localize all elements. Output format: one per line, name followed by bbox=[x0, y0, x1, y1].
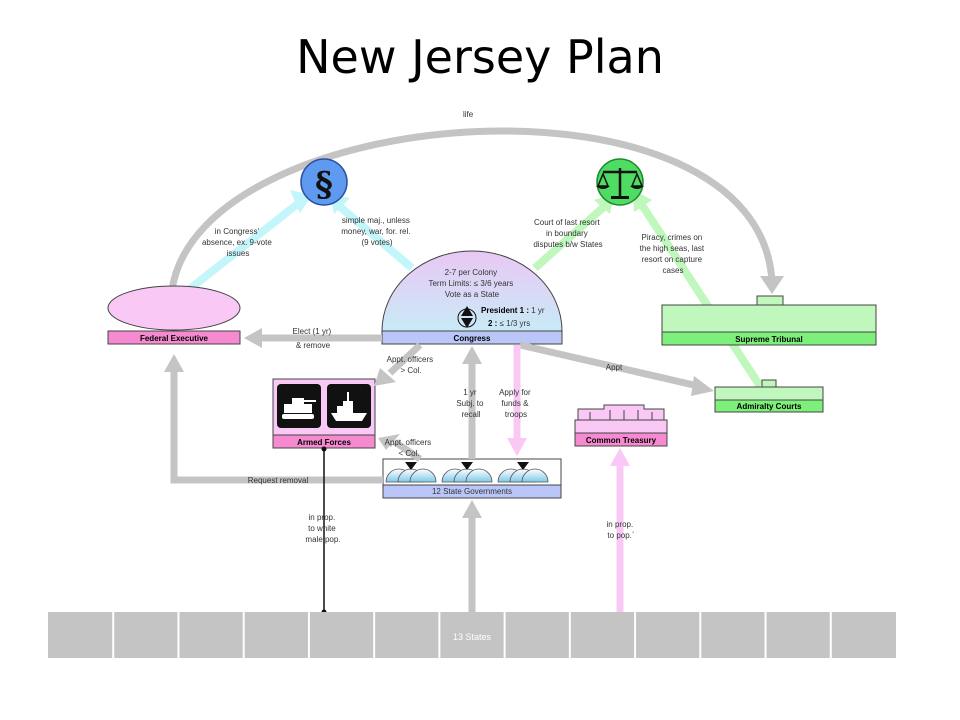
apply-funds-label: Apply for funds & troops bbox=[499, 388, 533, 419]
svg-text:13 States: 13 States bbox=[453, 632, 492, 642]
arrow-congress-to-state-govs-funds-head bbox=[507, 438, 527, 456]
admiralty-courts-node: Admiralty Courts bbox=[714, 379, 824, 413]
arrow-congress-to-scales bbox=[532, 202, 609, 271]
arrow-states-to-armed-forces-head bbox=[378, 434, 400, 450]
svg-text:2 : ≤ 1/3 yrs: 2 : ≤ 1/3 yrs bbox=[488, 319, 530, 328]
svg-text:§: § bbox=[315, 165, 333, 205]
simple-majority-label: simple maj., unless money, war, for. rel… bbox=[341, 216, 412, 247]
one-year-label: 1 yr Subj. to recall bbox=[456, 388, 485, 419]
congress-president-icon bbox=[461, 306, 473, 328]
svg-text:12 State Governments: 12 State Governments bbox=[432, 487, 512, 496]
arrow-request-removal-head bbox=[164, 354, 184, 372]
piracy-label: Piracy, crimes on the high seas, last re… bbox=[640, 233, 707, 275]
appt-officers-lt-label: Appt. officers < Col. bbox=[385, 438, 434, 458]
supreme-tribunal-node: Supreme Tribunal bbox=[661, 295, 877, 346]
arrow-states-to-congress-head bbox=[462, 346, 482, 364]
request-removal-label: Request removal bbox=[248, 476, 309, 485]
armed-forces-node: Armed Forces bbox=[272, 378, 376, 449]
arrow-request-removal bbox=[170, 370, 383, 484]
warship-icon bbox=[331, 392, 367, 421]
state-governments-node: 12 State Governments bbox=[382, 458, 562, 499]
elect-label: Elect (1 yr) & remove bbox=[293, 327, 334, 350]
state-gov-dial-group-1 bbox=[385, 462, 437, 483]
court-last-resort-label: Court of last resort in boundary dispute… bbox=[533, 218, 602, 249]
arrow-states-to-state-governments-head bbox=[462, 500, 482, 518]
arrow-congress-to-admiralty bbox=[519, 341, 699, 390]
life-arc-arrowhead bbox=[760, 276, 784, 294]
arrow-executive-to-section bbox=[179, 198, 303, 299]
page-title: New Jersey Plan bbox=[296, 30, 664, 84]
state-gov-dial-group-2 bbox=[441, 462, 493, 483]
arrow-states-to-treasury-head bbox=[610, 448, 630, 466]
appt-officers-gt-label: Appt. officers > Col. bbox=[387, 355, 436, 375]
arrow-states-to-armed-forces bbox=[393, 439, 422, 462]
in-prop-white-label: in prop. to white male pop. bbox=[305, 513, 340, 544]
thirteen-states-bar: 13 States bbox=[48, 612, 896, 658]
svg-text:Admiralty Courts: Admiralty Courts bbox=[737, 402, 802, 411]
in-congress-absence-label: in Congress' absence, ex. 9-vote issues bbox=[202, 227, 274, 258]
svg-text:Congress: Congress bbox=[454, 334, 491, 343]
svg-text:President 1 : 1 yr: President 1 : 1 yr bbox=[481, 306, 545, 315]
svg-text:Federal Executive: Federal Executive bbox=[140, 334, 209, 343]
common-treasury-node: Common Treasury bbox=[574, 404, 668, 447]
tank-icon bbox=[282, 398, 316, 419]
life-label: life bbox=[463, 110, 474, 119]
svg-text:2-7 per Colony Term Limi: 2-7 per Colony Term Limits: ≤ 3/6 years … bbox=[428, 268, 515, 299]
in-prop-pop-label: in prop. to pop.` bbox=[607, 520, 636, 540]
scales-of-justice-icon bbox=[596, 158, 644, 206]
state-gov-dial-group-3 bbox=[497, 462, 549, 483]
section-sign-icon: § bbox=[300, 158, 348, 206]
congress-node: Congress 2-7 per Colony Term Limits: ≤ 3… bbox=[381, 250, 563, 345]
appt-label: Appt bbox=[606, 363, 623, 372]
arrow-admiralty-to-scales bbox=[636, 199, 764, 389]
arrow-congress-to-armed-forces bbox=[387, 342, 423, 376]
arrow-congress-to-executive-head bbox=[244, 328, 262, 348]
life-arc bbox=[168, 127, 776, 291]
arrow-congress-to-admiralty-head bbox=[691, 376, 714, 396]
svg-text:Common Treasury: Common Treasury bbox=[586, 436, 657, 445]
federal-executive-node: Federal Executive bbox=[107, 285, 241, 345]
line-states-to-armed-forces-dot-top bbox=[321, 446, 327, 452]
svg-text:Supreme Tribunal: Supreme Tribunal bbox=[735, 335, 803, 344]
arrow-congress-to-section bbox=[335, 201, 415, 272]
arrow-congress-to-armed-forces-head bbox=[374, 368, 396, 386]
svg-text:Armed Forces: Armed Forces bbox=[297, 438, 351, 447]
